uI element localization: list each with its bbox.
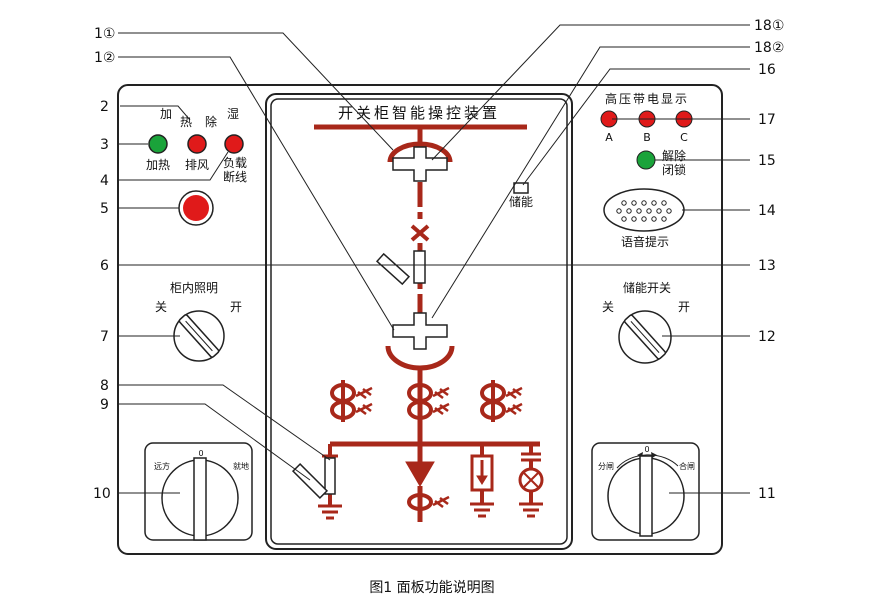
callout-12: 12 — [758, 329, 776, 345]
hv-display-title: 高压带电显示 — [605, 91, 689, 106]
energy-storage-label: 储能 — [509, 194, 533, 209]
callout-16: 16 — [758, 62, 776, 78]
selector-close-label: 合闸 — [679, 461, 695, 471]
ct-ticks — [355, 386, 523, 508]
selector-zero-label-right: 0 — [644, 445, 649, 454]
voice-prompt-label: 语音提示 — [621, 234, 669, 249]
exhaust-lamp — [187, 134, 207, 154]
svg-text:湿: 湿 — [227, 106, 239, 121]
lower-position-cross — [392, 312, 448, 350]
selector-local-label: 就地 — [233, 461, 249, 471]
upper-arc — [387, 141, 453, 163]
cabinet-light-off: 关 — [155, 300, 167, 314]
position-indicators — [291, 146, 529, 500]
callout-15: 15 — [758, 153, 776, 169]
cabinet-light-title: 柜内照明 — [170, 281, 218, 295]
phase-c-label: C — [680, 131, 688, 144]
figure-caption: 图1 面板功能说明图 — [369, 580, 494, 596]
mimic-diagram — [314, 124, 544, 522]
breaker-position-bar — [413, 250, 426, 284]
callout-1b: 1② — [94, 50, 115, 66]
callout-18b: 18② — [754, 40, 784, 56]
callout-numbers: 1① 1② 18① 18② 16 2 3 4 5 6 7 8 9 10 11 1… — [93, 18, 784, 502]
callout-4: 4 — [100, 173, 109, 189]
device-title: 开关柜智能操控装置 — [338, 104, 500, 122]
callout-13: 13 — [758, 258, 776, 274]
callout-18a: 18① — [754, 18, 784, 34]
svg-text:加: 加 — [160, 107, 172, 121]
open-close-handle[interactable] — [639, 455, 653, 537]
selector-zero-label: 0 — [198, 449, 203, 458]
callout-10: 10 — [93, 486, 111, 502]
callout-11: 11 — [758, 486, 776, 502]
speaker-holes — [616, 200, 672, 222]
phase-a-label: A — [605, 131, 613, 144]
unlock-label-1: 解除 — [662, 148, 686, 163]
earth-position-bar — [324, 457, 336, 495]
phase-b-label: B — [643, 131, 651, 144]
callout-3: 3 — [100, 137, 109, 153]
current-transformers — [330, 380, 506, 511]
cabinet-light-on: 开 — [230, 300, 242, 314]
load-disconnect-label-1: 负载 — [223, 156, 247, 170]
ground-symbols — [318, 502, 543, 520]
upper-position-cross — [392, 146, 448, 182]
emergency-button[interactable] — [183, 195, 209, 221]
callout-1a: 1① — [94, 26, 115, 42]
selector-arc-arrow — [616, 454, 679, 469]
callout-2: 2 — [100, 99, 109, 115]
speaker-icon — [603, 188, 685, 232]
load-disconnect-label-2: 断线 — [223, 169, 247, 184]
energy-storage-indicator — [513, 182, 529, 194]
remote-local-handle[interactable] — [193, 457, 207, 541]
callout-5: 5 — [100, 201, 109, 217]
earth-switch-indicator — [291, 462, 329, 500]
leader-lines — [118, 24, 750, 494]
callout-9: 9 — [100, 397, 109, 413]
storage-switch-off: 关 — [602, 300, 614, 314]
selector-remote-label: 远方 — [154, 461, 170, 471]
storage-switch-title: 储能开关 — [623, 280, 671, 295]
callout-17: 17 — [758, 112, 776, 128]
load-disconnect-lamp — [224, 134, 244, 154]
svg-text:除: 除 — [205, 114, 217, 129]
callout-6: 6 — [100, 258, 109, 274]
callout-7: 7 — [100, 329, 109, 345]
callout-8: 8 — [100, 378, 109, 394]
selector-open-label: 分闸 — [598, 462, 614, 471]
callout-14: 14 — [758, 203, 776, 219]
svg-text:热: 热 — [180, 115, 192, 129]
heating-lamp — [148, 134, 168, 154]
exhaust-label: 排风 — [185, 158, 209, 172]
storage-switch-on: 开 — [678, 300, 690, 314]
unlock-button[interactable] — [636, 150, 656, 170]
unlock-label-2: 闭锁 — [662, 162, 686, 177]
heating-label: 加热 — [146, 158, 170, 172]
